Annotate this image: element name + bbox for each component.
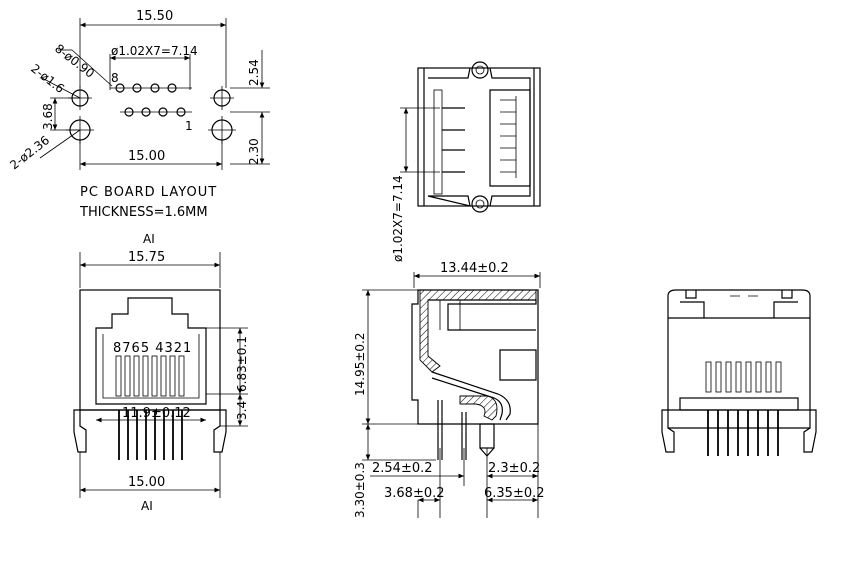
dim-height-section: 14.95±0.2 (353, 333, 367, 397)
dim-height-front: 6.83±0.1 (235, 336, 249, 392)
section-view: 13.44±0.2 14.95±0.2 2.54±0.2 2 (353, 261, 545, 518)
dim-pitch-bottom: 2.30 (247, 138, 261, 165)
dim-pin-holes: 8-ø0.90 (52, 41, 97, 80)
dim-pin-pitch: ø1.02X7=7.14 (111, 44, 198, 58)
dim-large-holes: 2-ø2.36 (7, 133, 52, 172)
jack-top-view: ø1.02X7=7.14 (391, 61, 541, 262)
dim-span-front: 15.00 (128, 475, 165, 490)
dim-lead-c: 3.68±0.2 (384, 486, 445, 501)
section-label-top: AI (143, 232, 155, 246)
pcb-layout-view: 15.50 ø1.02X7=7.14 8-ø0.90 2-ø1.6 2-ø2.3… (7, 9, 270, 220)
board-thickness: THICKNESS=1.6MM (79, 205, 208, 220)
section-label-bottom: AI (141, 499, 153, 513)
rear-leads (707, 410, 779, 456)
dim-lead-a: 2.54±0.2 (372, 461, 433, 476)
dim-width-top: 15.50 (136, 9, 173, 24)
dim-inner: 11.9±0.12 (122, 406, 191, 421)
pin-label-1: 1 (185, 119, 193, 133)
pin-label-8: 8 (111, 71, 119, 85)
layout-title: PC BOARD LAYOUT (80, 185, 217, 200)
dim-width-front: 15.75 (128, 250, 165, 265)
dim-side: 3.4 (235, 401, 249, 420)
rear-view (661, 289, 817, 456)
leads (118, 410, 183, 460)
dim-depth: 13.44±0.2 (440, 261, 509, 276)
dim-lead-d: 6.35±0.2 (484, 486, 545, 501)
dim-height-left: 3.68 (41, 103, 55, 130)
contact-pins (115, 355, 185, 397)
rear-contacts (705, 361, 782, 393)
dim-lead-b: 2.3±0.2 (488, 461, 540, 476)
dim-span-top: 15.00 (128, 149, 165, 164)
dim-pitch-top: 2.54 (247, 59, 261, 86)
pin-numbers: 8765 4321 (113, 341, 192, 356)
dim-pin-length: 3.30±0.3 (353, 462, 367, 518)
dim-small-holes: 2-ø1.6 (28, 61, 67, 96)
front-view: AI 15.75 8765 4321 11.9±0.12 6.83±0.1 3.… (73, 232, 249, 513)
dim-pitch-side: ø1.02X7=7.14 (391, 175, 405, 262)
